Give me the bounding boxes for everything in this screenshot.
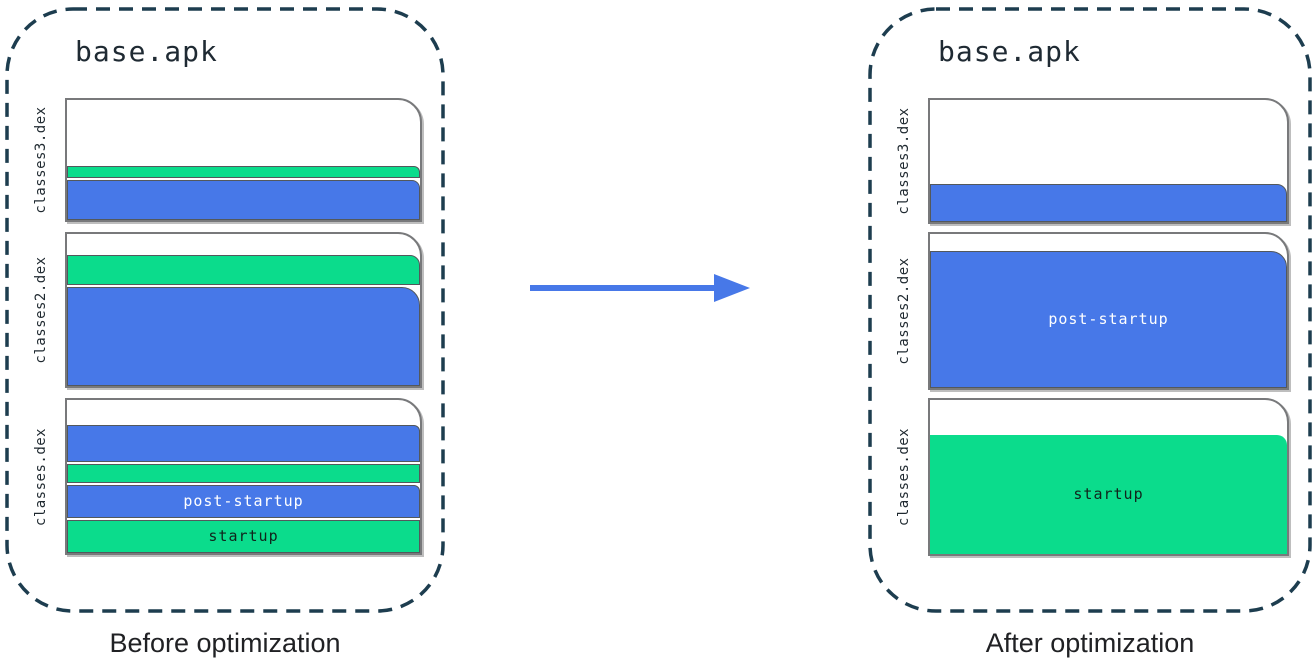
file-row-classes3.dex: classes3.dex xyxy=(868,98,1312,224)
file-box-classes2.dex: post-startup xyxy=(928,232,1289,390)
after-panel: base.apk classes3.dex classes2.dex post-st… xyxy=(868,7,1312,613)
file-name-label: classes.dex xyxy=(896,427,912,527)
segment-green xyxy=(67,255,420,285)
file-name-label: classes3.dex xyxy=(896,107,912,215)
after-apk-title: base.apk xyxy=(938,35,1081,68)
segment-blue xyxy=(930,184,1287,222)
file-box-classes2.dex xyxy=(65,232,422,388)
before-apk-title: base.apk xyxy=(75,35,218,68)
file-box-classes.dex: startup xyxy=(928,398,1289,556)
segment-green xyxy=(67,166,420,178)
file-name-label: classes2.dex xyxy=(896,257,912,365)
optimization-arrow-icon xyxy=(530,274,750,302)
file-box-classes3.dex xyxy=(65,98,422,222)
segment-startup: startup xyxy=(930,435,1287,554)
file-name-label: classes.dex xyxy=(33,427,49,526)
file-row-classes2.dex: classes2.dex xyxy=(5,232,445,388)
segment-post-startup: post-startup xyxy=(67,485,420,518)
segment-blue xyxy=(67,425,420,462)
segment-startup: startup xyxy=(67,520,420,553)
before-panel: base.apk classes3.dex classes2.dex classes… xyxy=(5,7,445,613)
segment-blue xyxy=(67,287,420,386)
file-row-classes3.dex: classes3.dex xyxy=(5,98,445,222)
segment-blue xyxy=(67,180,420,220)
file-name-label: classes2.dex xyxy=(33,256,49,364)
before-caption: Before optimization xyxy=(109,628,341,658)
file-name-label: classes3.dex xyxy=(33,106,49,214)
file-row-classes.dex: classes.dex startup xyxy=(868,398,1312,556)
file-row-classes2.dex: classes2.dex post-startup xyxy=(868,232,1312,390)
segment-green xyxy=(67,464,420,483)
file-box-classes3.dex xyxy=(928,98,1289,224)
after-caption: After optimization xyxy=(985,628,1195,658)
segment-post-startup: post-startup xyxy=(930,251,1287,388)
